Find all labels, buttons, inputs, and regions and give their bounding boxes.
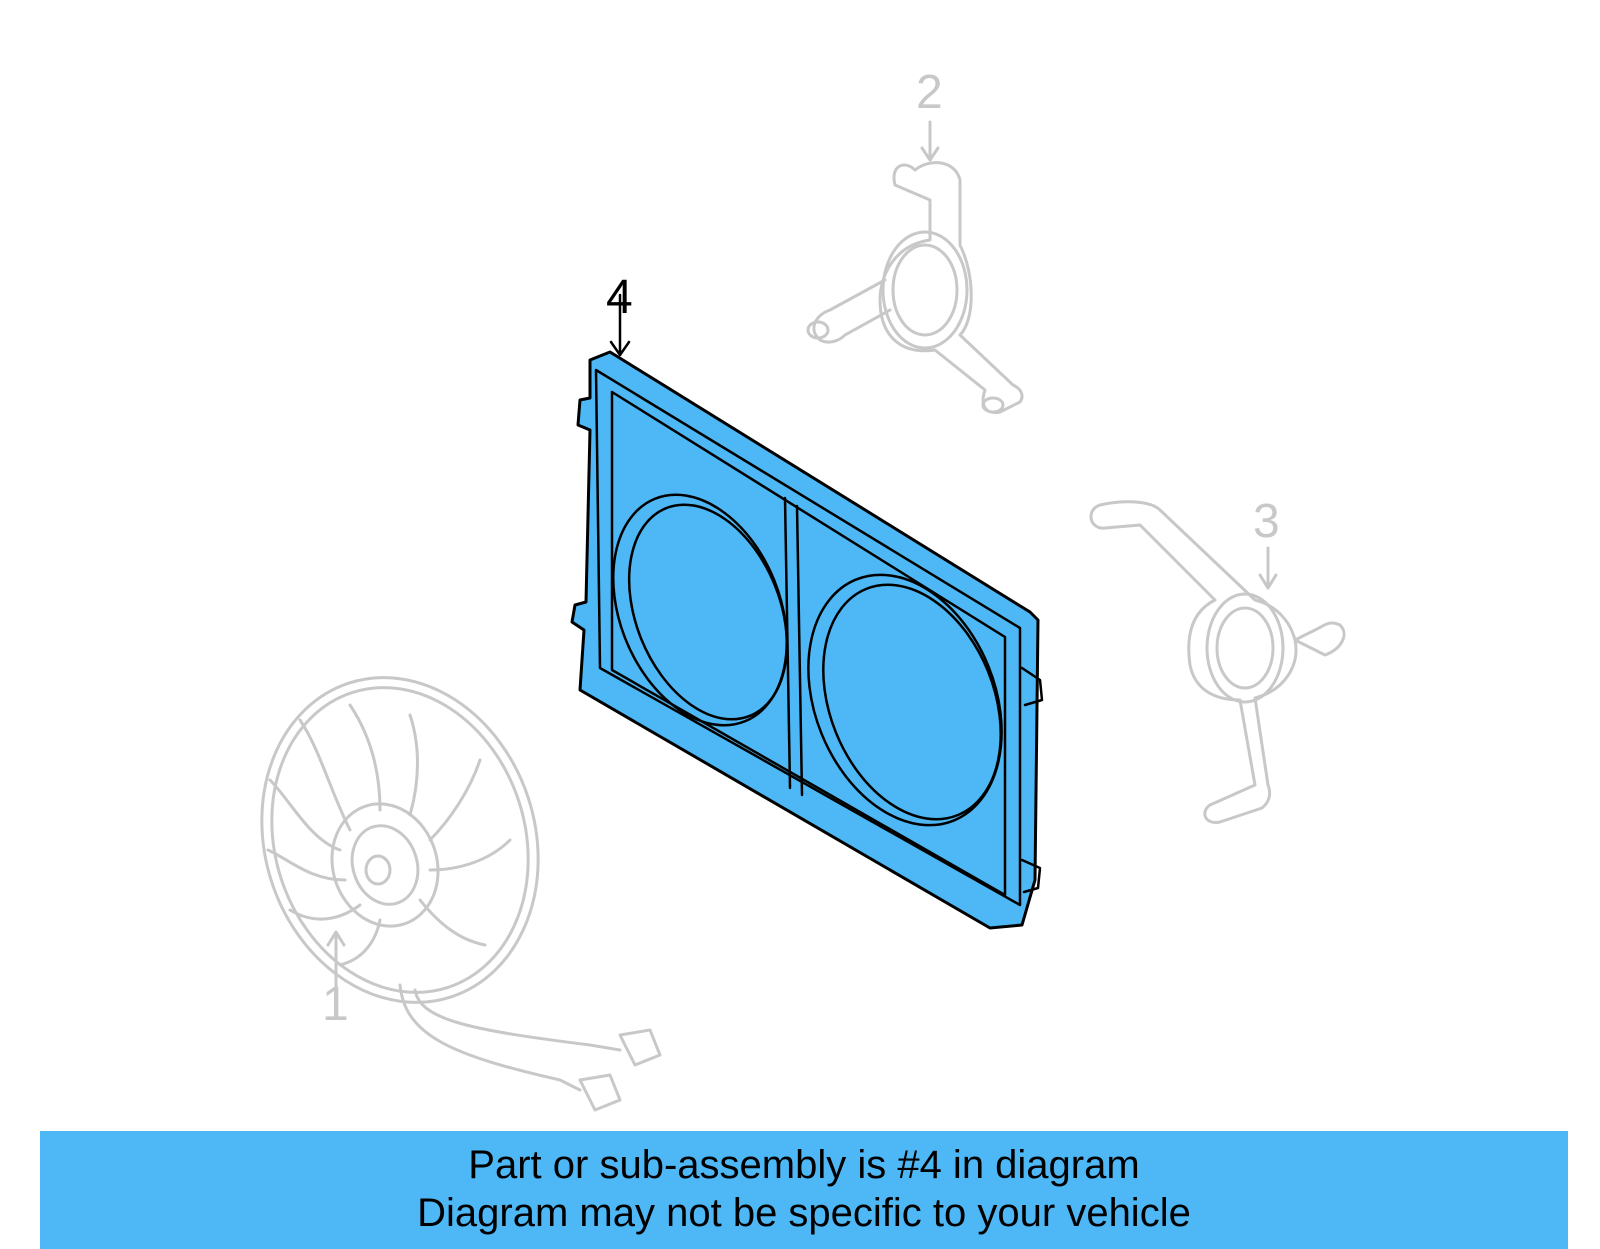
part-3-bracket: 3 — [1089, 495, 1346, 824]
callout-4: 4 — [606, 271, 633, 324]
callout-1: 1 — [322, 978, 349, 1031]
caption-line-1: Part or sub-assembly is #4 in diagram — [468, 1143, 1140, 1187]
callout-2: 2 — [916, 66, 943, 119]
caption-banner: Part or sub-assembly is #4 in diagram Di… — [40, 1131, 1568, 1249]
part-1-fan: 1 — [260, 676, 662, 1112]
callout-3: 3 — [1253, 495, 1280, 548]
caption-line-2: Diagram may not be specific to your vehi… — [417, 1191, 1191, 1235]
part-2-bracket: 2 — [806, 66, 1024, 415]
part-4-fan-shroud: 4 — [570, 271, 1044, 930]
